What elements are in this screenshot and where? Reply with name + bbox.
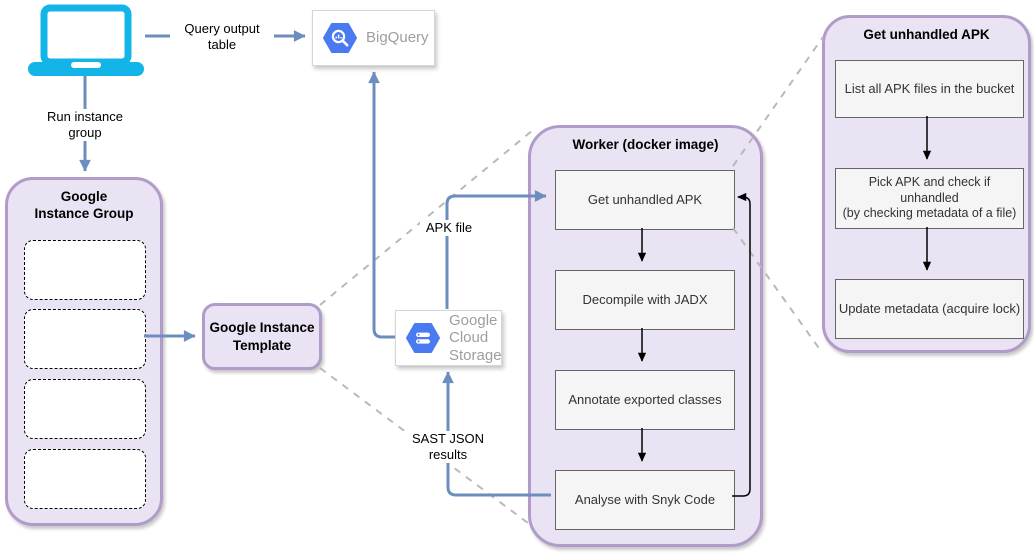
edge-label-sast-json-results: SAST JSON results: [402, 431, 494, 463]
edge-label-apk-file: APK file: [420, 220, 478, 236]
instance-placeholder-3: [24, 379, 146, 439]
worker-container: Worker (docker image) Get unhandled APK …: [528, 125, 763, 547]
detail-container: Get unhandled APK List all APK files in …: [822, 15, 1031, 353]
instance-template-title: Google Instance Template: [209, 319, 315, 353]
instance-template-node: Google Instance Template: [202, 303, 322, 370]
detail-step-pick-apk: Pick APK and check if unhandled (by chec…: [835, 168, 1024, 229]
instance-placeholder-1: [24, 240, 146, 300]
instance-placeholder-2: [24, 309, 146, 369]
cloud-storage-node: Google Cloud Storage: [395, 310, 502, 366]
cloud-storage-icon: [406, 323, 440, 353]
worker-step-annotate: Annotate exported classes: [555, 370, 735, 430]
edge-label-run-instance-group: Run instance group: [33, 109, 137, 141]
instance-group-title: Google Instance Group: [34, 189, 134, 221]
bigquery-icon: [323, 23, 357, 53]
detail-title: Get unhandled APK: [863, 27, 990, 42]
bigquery-node: BigQuery: [312, 10, 435, 66]
edge-label-query-output: Query output table: [170, 21, 274, 53]
instance-group-container: Google Instance Group: [5, 177, 163, 526]
instance-placeholder-4: [24, 449, 146, 509]
worker-step-get-unhandled-apk: Get unhandled APK: [555, 170, 735, 230]
worker-title: Worker (docker image): [572, 137, 719, 152]
bigquery-label: BigQuery: [366, 29, 429, 47]
cloud-storage-label: Google Cloud Storage: [449, 312, 502, 364]
worker-step-decompile: Decompile with JADX: [555, 270, 735, 330]
worker-step-analyse: Analyse with Snyk Code: [555, 470, 735, 530]
detail-step-list-apk: List all APK files in the bucket: [835, 60, 1024, 118]
laptop-icon: [28, 4, 144, 76]
dashed-template-to-worker-top: [319, 129, 534, 306]
detail-step-update-metadata: Update metadata (acquire lock): [835, 279, 1024, 339]
edge-gcs-to-bigquery: [368, 71, 395, 339]
